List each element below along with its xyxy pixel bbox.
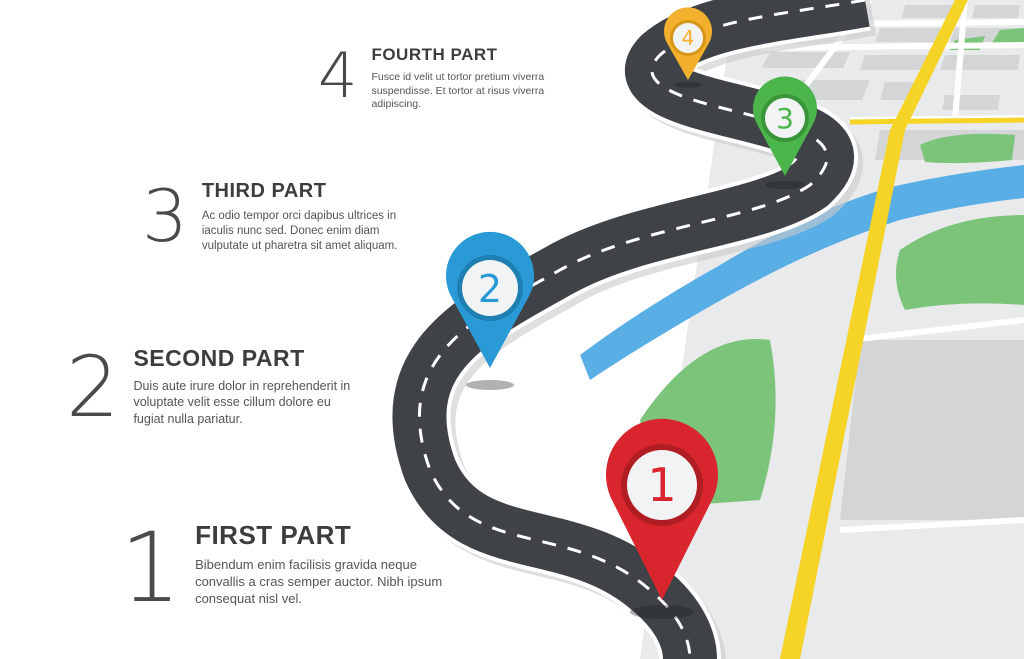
step-3-title: THIRD PART (201, 180, 327, 202)
pin-3-label: 3 (776, 102, 794, 135)
step-1: 1 FIRST PART Bibendum enim facilisis gra… (120, 520, 445, 616)
pin-4-label: 4 (682, 26, 695, 50)
step-2-number: 2 (66, 338, 120, 436)
step-2-description: Duis aute irure dolor in reprehenderit i… (133, 379, 351, 426)
step-3-number: 3 (142, 174, 188, 258)
step-1-title: FIRST PART (195, 520, 352, 550)
pin-2-label: 2 (478, 267, 502, 311)
main-street (780, 0, 968, 659)
pin-4: 4 (664, 7, 712, 80)
river (580, 165, 1024, 380)
pin-1-label: 1 (647, 458, 676, 512)
step-4-number: 4 (318, 39, 358, 112)
city-blocks (762, 5, 1024, 520)
step-3: 3 THIRD PART Ac odio tempor orci dapibus… (142, 180, 412, 254)
step-2: 2 SECOND PART Duis aute irure dolor in r… (66, 345, 363, 429)
step-4-title: FOURTH PART (371, 45, 498, 64)
road-center-line (417, 0, 866, 659)
pin-2: 2 (446, 231, 534, 368)
pin-shadows (466, 82, 805, 619)
step-1-description: Bibendum enim facilisis gravida neque co… (195, 557, 443, 606)
step-2-title: SECOND PART (133, 345, 305, 371)
step-4: 4 FOURTH PART Fusce id velit ut tortor p… (318, 45, 556, 112)
step-3-description: Ac odio tempor orci dapibus ultrices in … (201, 210, 398, 252)
pin-1: 1 (606, 418, 718, 600)
step-1-number: 1 (120, 512, 182, 624)
step-4-description: Fusce id velit ut tortor pretium viverra… (371, 71, 545, 111)
pin-3: 3 (753, 76, 817, 176)
